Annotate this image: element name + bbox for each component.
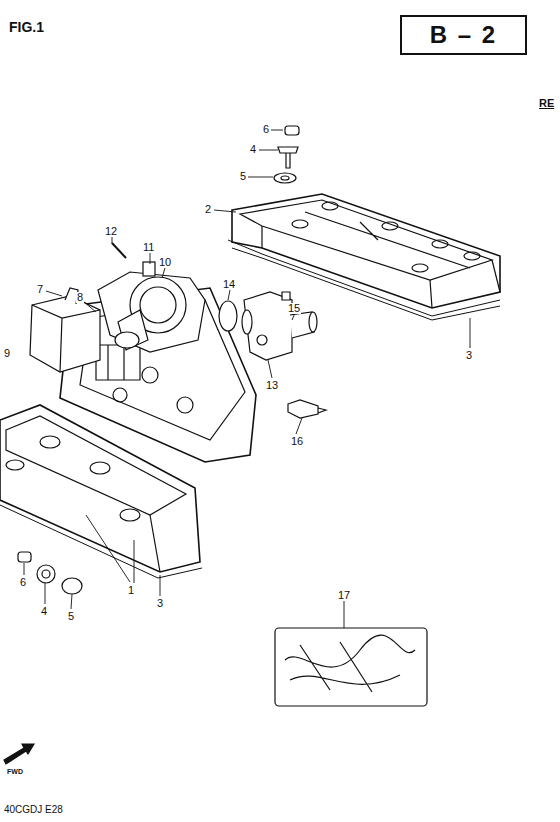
direction-mark: FWD [6, 768, 24, 775]
callout-number: 6 [19, 577, 27, 588]
callout-number: 12 [104, 226, 118, 237]
sheet-code: B – 2 [430, 21, 497, 49]
water-pipe [242, 292, 317, 360]
temp-sensor [288, 400, 318, 418]
callout-number: 10 [158, 257, 172, 268]
callout-number: 5 [239, 171, 247, 182]
callout-number: 7 [36, 284, 44, 295]
callout-number: 13 [265, 380, 279, 391]
callout-number: 4 [249, 144, 257, 155]
callout-number: 3 [465, 350, 473, 361]
bolt-part [278, 147, 298, 168]
sheet-code-box: B – 2 [400, 15, 527, 55]
callout-number: 15 [287, 303, 301, 314]
head-cover-right [232, 194, 500, 308]
callout-number: 9 [3, 348, 11, 359]
bolt-part [112, 243, 126, 258]
cap-part [285, 126, 299, 135]
callout-number: 8 [76, 292, 84, 303]
head-cover-front [0, 405, 200, 572]
figure-title: FIG.1 [8, 20, 45, 34]
callout-number: 11 [142, 242, 155, 253]
callout-number: 14 [222, 279, 236, 290]
leader-lines [24, 130, 470, 628]
gasket-kit [275, 628, 427, 706]
side-cover [30, 296, 100, 372]
callout-number: 16 [290, 436, 304, 447]
drawing-code: 40CGDJ E28 [3, 805, 64, 815]
thermostat-housing [98, 262, 205, 352]
washer-part [274, 173, 296, 183]
gasket-front [0, 505, 202, 578]
callout-number: 1 [127, 585, 135, 596]
callout-number: 4 [40, 606, 48, 617]
callout-number: 3 [156, 598, 164, 609]
o-ring [219, 301, 237, 331]
callout-number: 5 [67, 611, 75, 622]
callout-number: 17 [337, 590, 351, 601]
page-ref: RE [538, 98, 555, 109]
callout-number: 6 [262, 124, 270, 135]
callout-number: 2 [204, 204, 212, 215]
